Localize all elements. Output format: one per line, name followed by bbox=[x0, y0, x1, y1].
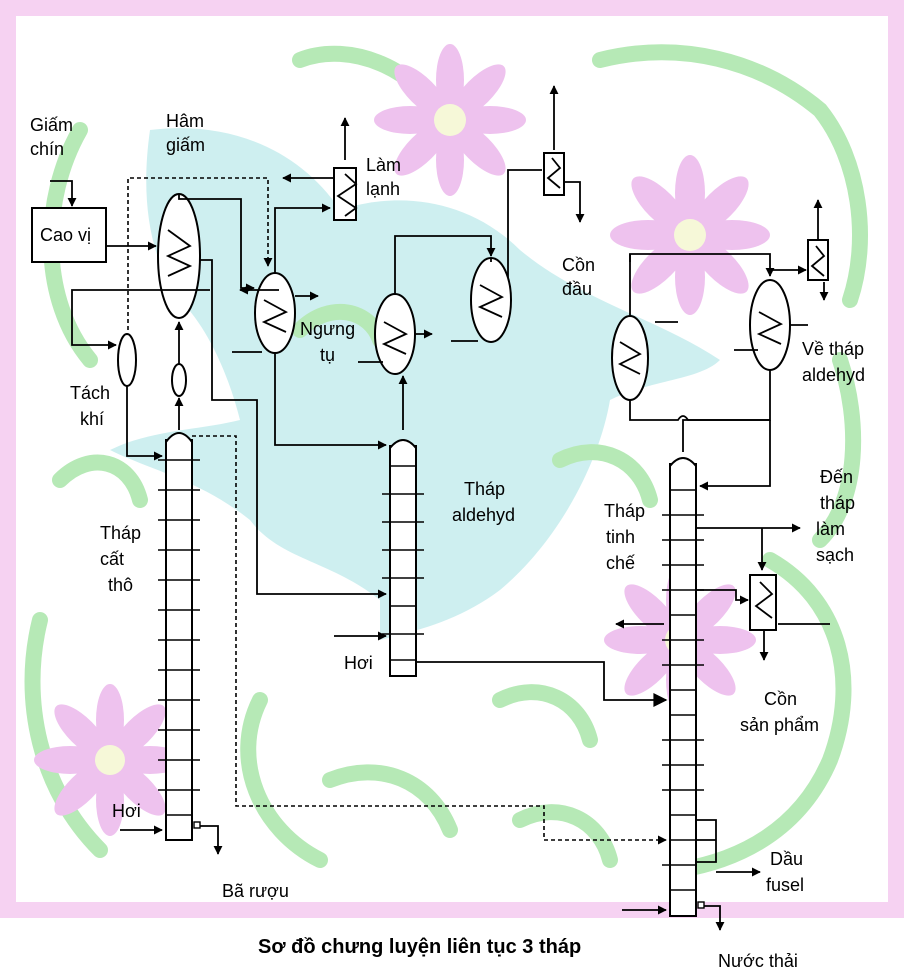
label-to-cleaning-2: tháp bbox=[820, 493, 856, 513]
pink-frame bbox=[0, 0, 904, 918]
label-product-alcohol: Cồn bbox=[764, 689, 798, 709]
label-rectifying-column-2: tinh bbox=[606, 527, 636, 547]
piping bbox=[50, 85, 830, 931]
label-aldehyde-column: Tháp bbox=[464, 479, 506, 499]
label-fusel-oil-2: fusel bbox=[766, 875, 805, 895]
label-to-cleaning: Đến bbox=[820, 467, 854, 487]
diagram-title: Sơ đồ chưng luyện liên tục 3 tháp bbox=[258, 936, 582, 958]
bird-silhouette bbox=[110, 128, 720, 641]
flower-1 bbox=[374, 44, 526, 196]
label-stillage: Bã rượu bbox=[222, 881, 289, 901]
label-preheater-2: giấm bbox=[166, 135, 206, 155]
leaf-curls bbox=[24, 44, 868, 878]
condenser-3 bbox=[470, 257, 512, 343]
feed-tank bbox=[31, 207, 107, 263]
flower-2 bbox=[610, 155, 770, 315]
label-gas-separator: Tách bbox=[70, 383, 111, 403]
cooler-1 bbox=[333, 167, 357, 221]
small-separator bbox=[171, 363, 187, 397]
label-to-cleaning-4: sạch bbox=[816, 545, 855, 565]
label-steam-aldehyde: Hơi bbox=[344, 653, 372, 673]
label-return-aldehyde-2: aldehyd bbox=[802, 365, 866, 385]
label-waste-water: Nước thải bbox=[718, 951, 798, 971]
gas-separator bbox=[117, 333, 137, 387]
label-steam-crude: Hơi bbox=[112, 801, 140, 821]
label-preheater: Hâm bbox=[166, 111, 205, 131]
crude-column bbox=[165, 432, 193, 841]
label-aldehyde-column-2: aldehyd bbox=[452, 505, 516, 525]
label-cooler: Làm bbox=[366, 155, 402, 175]
preheater bbox=[157, 193, 201, 319]
rectifying-column bbox=[669, 457, 697, 917]
label-fusel-oil: Dầu bbox=[770, 849, 804, 869]
background-decoration bbox=[0, 0, 904, 918]
dashed-piping bbox=[127, 177, 667, 845]
tray-ticks bbox=[158, 459, 704, 866]
label-feed-2: chín bbox=[30, 139, 65, 159]
label-feed-tank: Cao vị bbox=[40, 225, 92, 245]
label-to-cleaning-3: làm bbox=[816, 519, 846, 539]
label-product-alcohol-2: sản phẩm bbox=[740, 715, 820, 735]
label-condenser: Ngưng bbox=[300, 319, 356, 339]
label-gas-separator-2: khí bbox=[80, 409, 105, 429]
aldehyde-column bbox=[389, 439, 417, 677]
nozzles bbox=[193, 821, 705, 909]
column-trays bbox=[166, 459, 696, 891]
label-rectifying-column-3: chế bbox=[606, 553, 636, 573]
label-return-aldehyde: Về tháp bbox=[802, 339, 865, 359]
label-condenser-2: tụ bbox=[320, 345, 336, 365]
label-cooler-2: lạnh bbox=[366, 179, 401, 199]
label-crude-column: Tháp bbox=[100, 523, 142, 543]
condenser-5 bbox=[749, 279, 791, 371]
label-crude-column-3: thô bbox=[108, 575, 134, 595]
label-rectifying-column: Tháp bbox=[604, 501, 646, 521]
label-heads-alcohol-2: đầu bbox=[562, 279, 593, 299]
condenser-1 bbox=[254, 272, 296, 354]
flower-4 bbox=[34, 684, 186, 836]
product-cooler bbox=[749, 574, 777, 631]
label-crude-column-2: cất bbox=[100, 549, 125, 569]
label-heads-alcohol: Cồn bbox=[562, 255, 596, 275]
coils bbox=[165, 157, 826, 619]
label-feed: Giấm bbox=[30, 115, 74, 135]
